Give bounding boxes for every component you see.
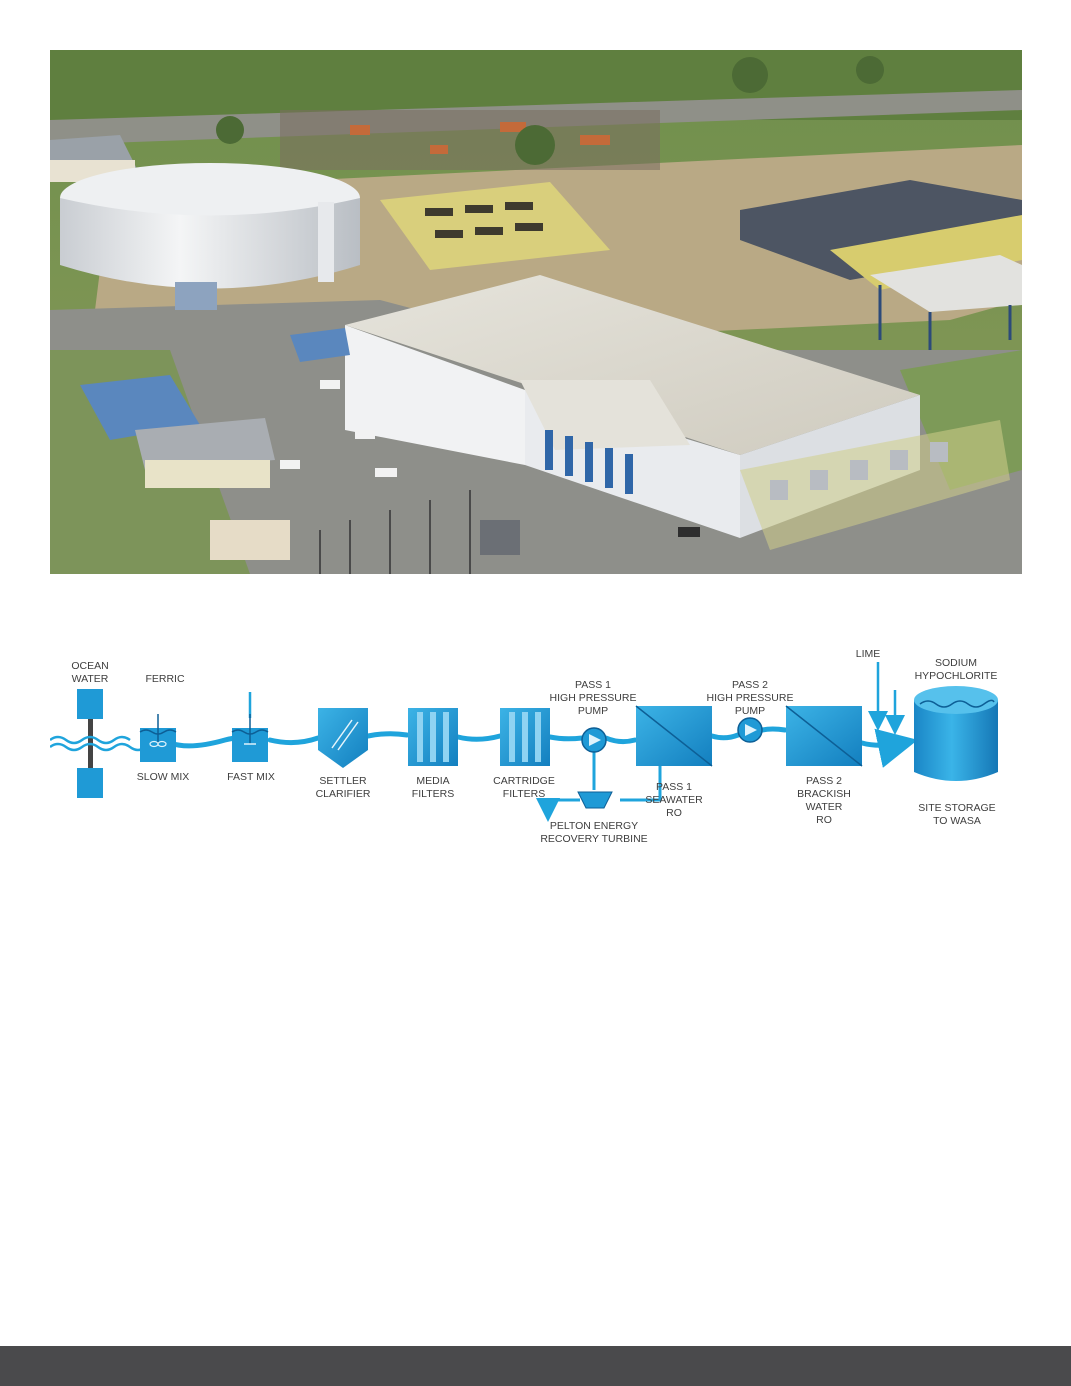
pass2-brackish-ro [785, 705, 863, 767]
label-ferric: FERRIC [145, 673, 185, 685]
label-fast-mix: FAST MIX [227, 771, 275, 783]
media-filters [408, 708, 458, 766]
settler-clarifier [318, 708, 368, 768]
footer-bar [0, 1346, 1071, 1386]
plant-aerial-photo [50, 50, 1022, 574]
cartridge-filters [500, 708, 550, 766]
label-lime: LIME [856, 648, 881, 660]
pass2-high-pressure-pump [737, 717, 763, 743]
site-storage-tank [914, 686, 998, 781]
ocean-intake [50, 689, 163, 798]
pass1-high-pressure-pump [581, 727, 607, 753]
fast-mix-tank [231, 714, 269, 762]
label-slow-mix: SLOW MIX [137, 771, 190, 783]
pass1-seawater-ro [635, 705, 713, 767]
pelton-turbine [577, 791, 613, 809]
slow-mix-tank [139, 714, 177, 762]
